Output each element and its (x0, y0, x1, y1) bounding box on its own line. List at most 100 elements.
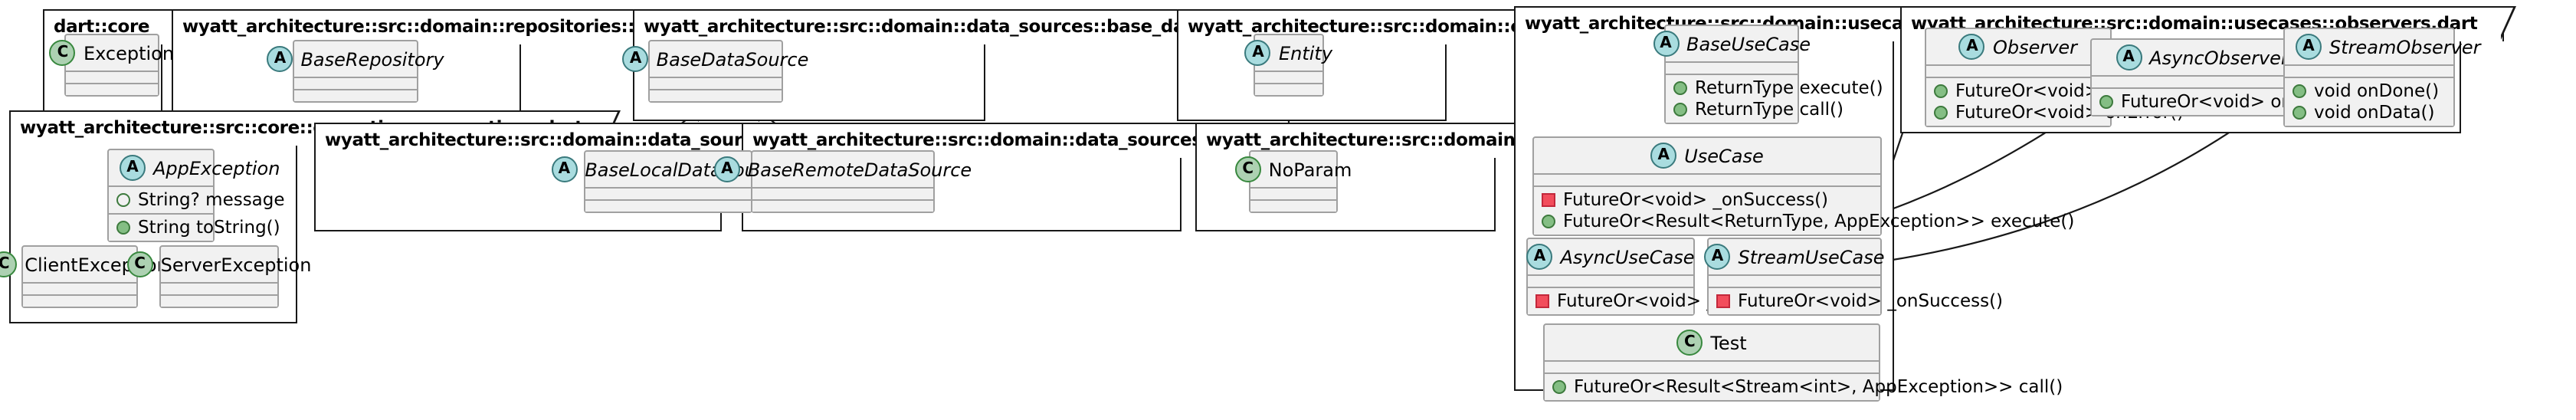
divider (1250, 199, 1336, 201)
methods-compartment (23, 296, 136, 307)
class-name: UseCase (1684, 145, 1764, 166)
class-member: void onDone() (2293, 80, 2446, 101)
class-stereotype-icon: C (126, 251, 153, 277)
divider (1255, 71, 1322, 72)
class-client-exception[interactable]: C ClientException (0, 245, 169, 308)
class-header: A AppException (109, 150, 280, 185)
class-stereotype-icon: A (1653, 31, 1679, 57)
attributes-compartment (66, 72, 158, 83)
class-stereotype-icon: C (1234, 156, 1261, 182)
class-name: NoParam (1268, 159, 1352, 180)
class-name: StreamObserver (2329, 36, 2481, 57)
class-stream-use-case[interactable]: A StreamUseCase FutureOr<void> _onSucces… (1704, 238, 2003, 316)
divider (1666, 74, 1798, 75)
class-stereotype-icon: A (1704, 244, 1731, 270)
class-base-use-case[interactable]: A BaseUseCase ReturnType execute() Retur… (1653, 25, 1883, 124)
class-name: BaseRepository (300, 48, 444, 70)
divider (66, 83, 158, 84)
visibility-public-icon (1934, 105, 1948, 119)
methods-compartment: String toString() (109, 215, 280, 241)
member-label: FutureOr<Result<ReturnType, AppException… (1563, 210, 2075, 231)
visibility-public-icon (1673, 102, 1687, 116)
member-label: FutureOr<void> _onSuccess() (1563, 189, 1829, 210)
divider (109, 185, 213, 187)
attributes-compartment (1528, 276, 1693, 287)
class-name: AsyncObserver (2149, 47, 2289, 68)
methods-compartment: void onDone() void onData() (2285, 78, 2453, 126)
class-header: A UseCase (1534, 138, 1880, 173)
visibility-private-icon (1716, 294, 1730, 307)
divider (1709, 287, 1880, 288)
class-member: ReturnType execute() (1673, 77, 1883, 98)
methods-compartment (294, 90, 417, 101)
class-stream-observer[interactable]: A StreamObserver void onDone() void onDa… (2283, 28, 2480, 127)
class-name: BaseUseCase (1686, 33, 1811, 54)
class-member: String toString() (116, 216, 280, 238)
divider (1528, 274, 1693, 276)
class-base-remote-data-source[interactable]: A BaseRemoteDataSource (713, 150, 972, 213)
class-header: C Exception (49, 35, 174, 71)
package-label: wyatt_architecture::src::domain::usecase… (1900, 5, 2515, 41)
class-name: ServerException (160, 254, 312, 275)
class-header: A AsyncUseCase (1526, 239, 1695, 274)
class-member: FutureOr<void> _onSuccess() (1542, 189, 1873, 210)
visibility-protected-icon (116, 192, 130, 206)
class-async-observer[interactable]: A AsyncObserver FutureOr<void> onComplet… (2090, 38, 2391, 116)
divider (1666, 61, 1798, 63)
class-header: C ClientException (0, 247, 169, 282)
class-async-use-case[interactable]: A AsyncUseCase FutureOr<void> _onSuccess… (1526, 238, 1822, 316)
class-stereotype-icon: A (1526, 244, 1553, 270)
divider (2285, 77, 2453, 78)
class-observer[interactable]: A Observer FutureOr<void> onStart() Futu… (1925, 28, 2184, 127)
class-entity[interactable]: A Entity (1244, 34, 1332, 97)
class-exception[interactable]: C Exception (49, 34, 174, 97)
divider (109, 213, 213, 215)
class-header: A AsyncObserver (2092, 40, 2312, 75)
class-name: Test (1710, 332, 1747, 353)
divider (752, 199, 933, 201)
divider (294, 77, 417, 78)
class-stereotype-icon: A (120, 155, 146, 181)
class-member: ReturnType call() (1673, 98, 1844, 120)
class-name: AsyncUseCase (1560, 246, 1695, 267)
visibility-public-icon (116, 220, 130, 234)
class-name: Entity (1278, 42, 1333, 64)
class-header: A StreamUseCase (1704, 239, 1884, 274)
class-name: Exception (83, 42, 175, 64)
divider (23, 294, 136, 296)
attributes-compartment (650, 78, 782, 89)
visibility-public-icon (1552, 379, 1566, 393)
attributes-compartment (752, 189, 933, 199)
attributes-compartment (1250, 189, 1336, 199)
class-base-data-source[interactable]: A BaseDataSource (622, 40, 808, 103)
class-stereotype-icon: A (2116, 44, 2142, 71)
class-header: A BaseDataSource (622, 41, 808, 77)
class-stereotype-icon: C (49, 40, 76, 66)
class-base-repository[interactable]: A BaseRepository (267, 40, 444, 103)
divider (1926, 64, 2110, 66)
methods-compartment: ReturnType execute() ReturnType call() (1666, 75, 1883, 123)
class-server-exception[interactable]: C ServerException (126, 245, 311, 308)
class-test[interactable]: C Test FutureOr<Result<Stream<int>, AppE… (1543, 323, 2063, 402)
visibility-public-icon (2293, 84, 2306, 97)
divider (1709, 274, 1880, 276)
class-no-param[interactable]: C NoParam (1234, 150, 1352, 213)
divider (2285, 64, 2453, 66)
divider (23, 282, 136, 284)
class-member: String? message (116, 189, 285, 210)
class-stereotype-icon: A (713, 156, 740, 182)
class-use-case[interactable]: A UseCase FutureOr<void> _onSuccess() Fu… (1532, 136, 2074, 236)
class-stereotype-icon: A (1958, 34, 1985, 60)
attributes-compartment (23, 284, 136, 294)
class-app-exception[interactable]: A AppException String? message String to… (107, 149, 285, 242)
member-label: void onDone() (2314, 80, 2440, 101)
visibility-public-icon (2293, 105, 2306, 119)
class-header: A Observer (1926, 29, 2110, 64)
attributes-compartment (294, 78, 417, 89)
visibility-public-icon (1542, 214, 1555, 228)
divider (585, 199, 751, 201)
class-header: A BaseRemoteDataSource (713, 152, 972, 187)
divider (1528, 287, 1693, 288)
divider (1545, 372, 1879, 374)
